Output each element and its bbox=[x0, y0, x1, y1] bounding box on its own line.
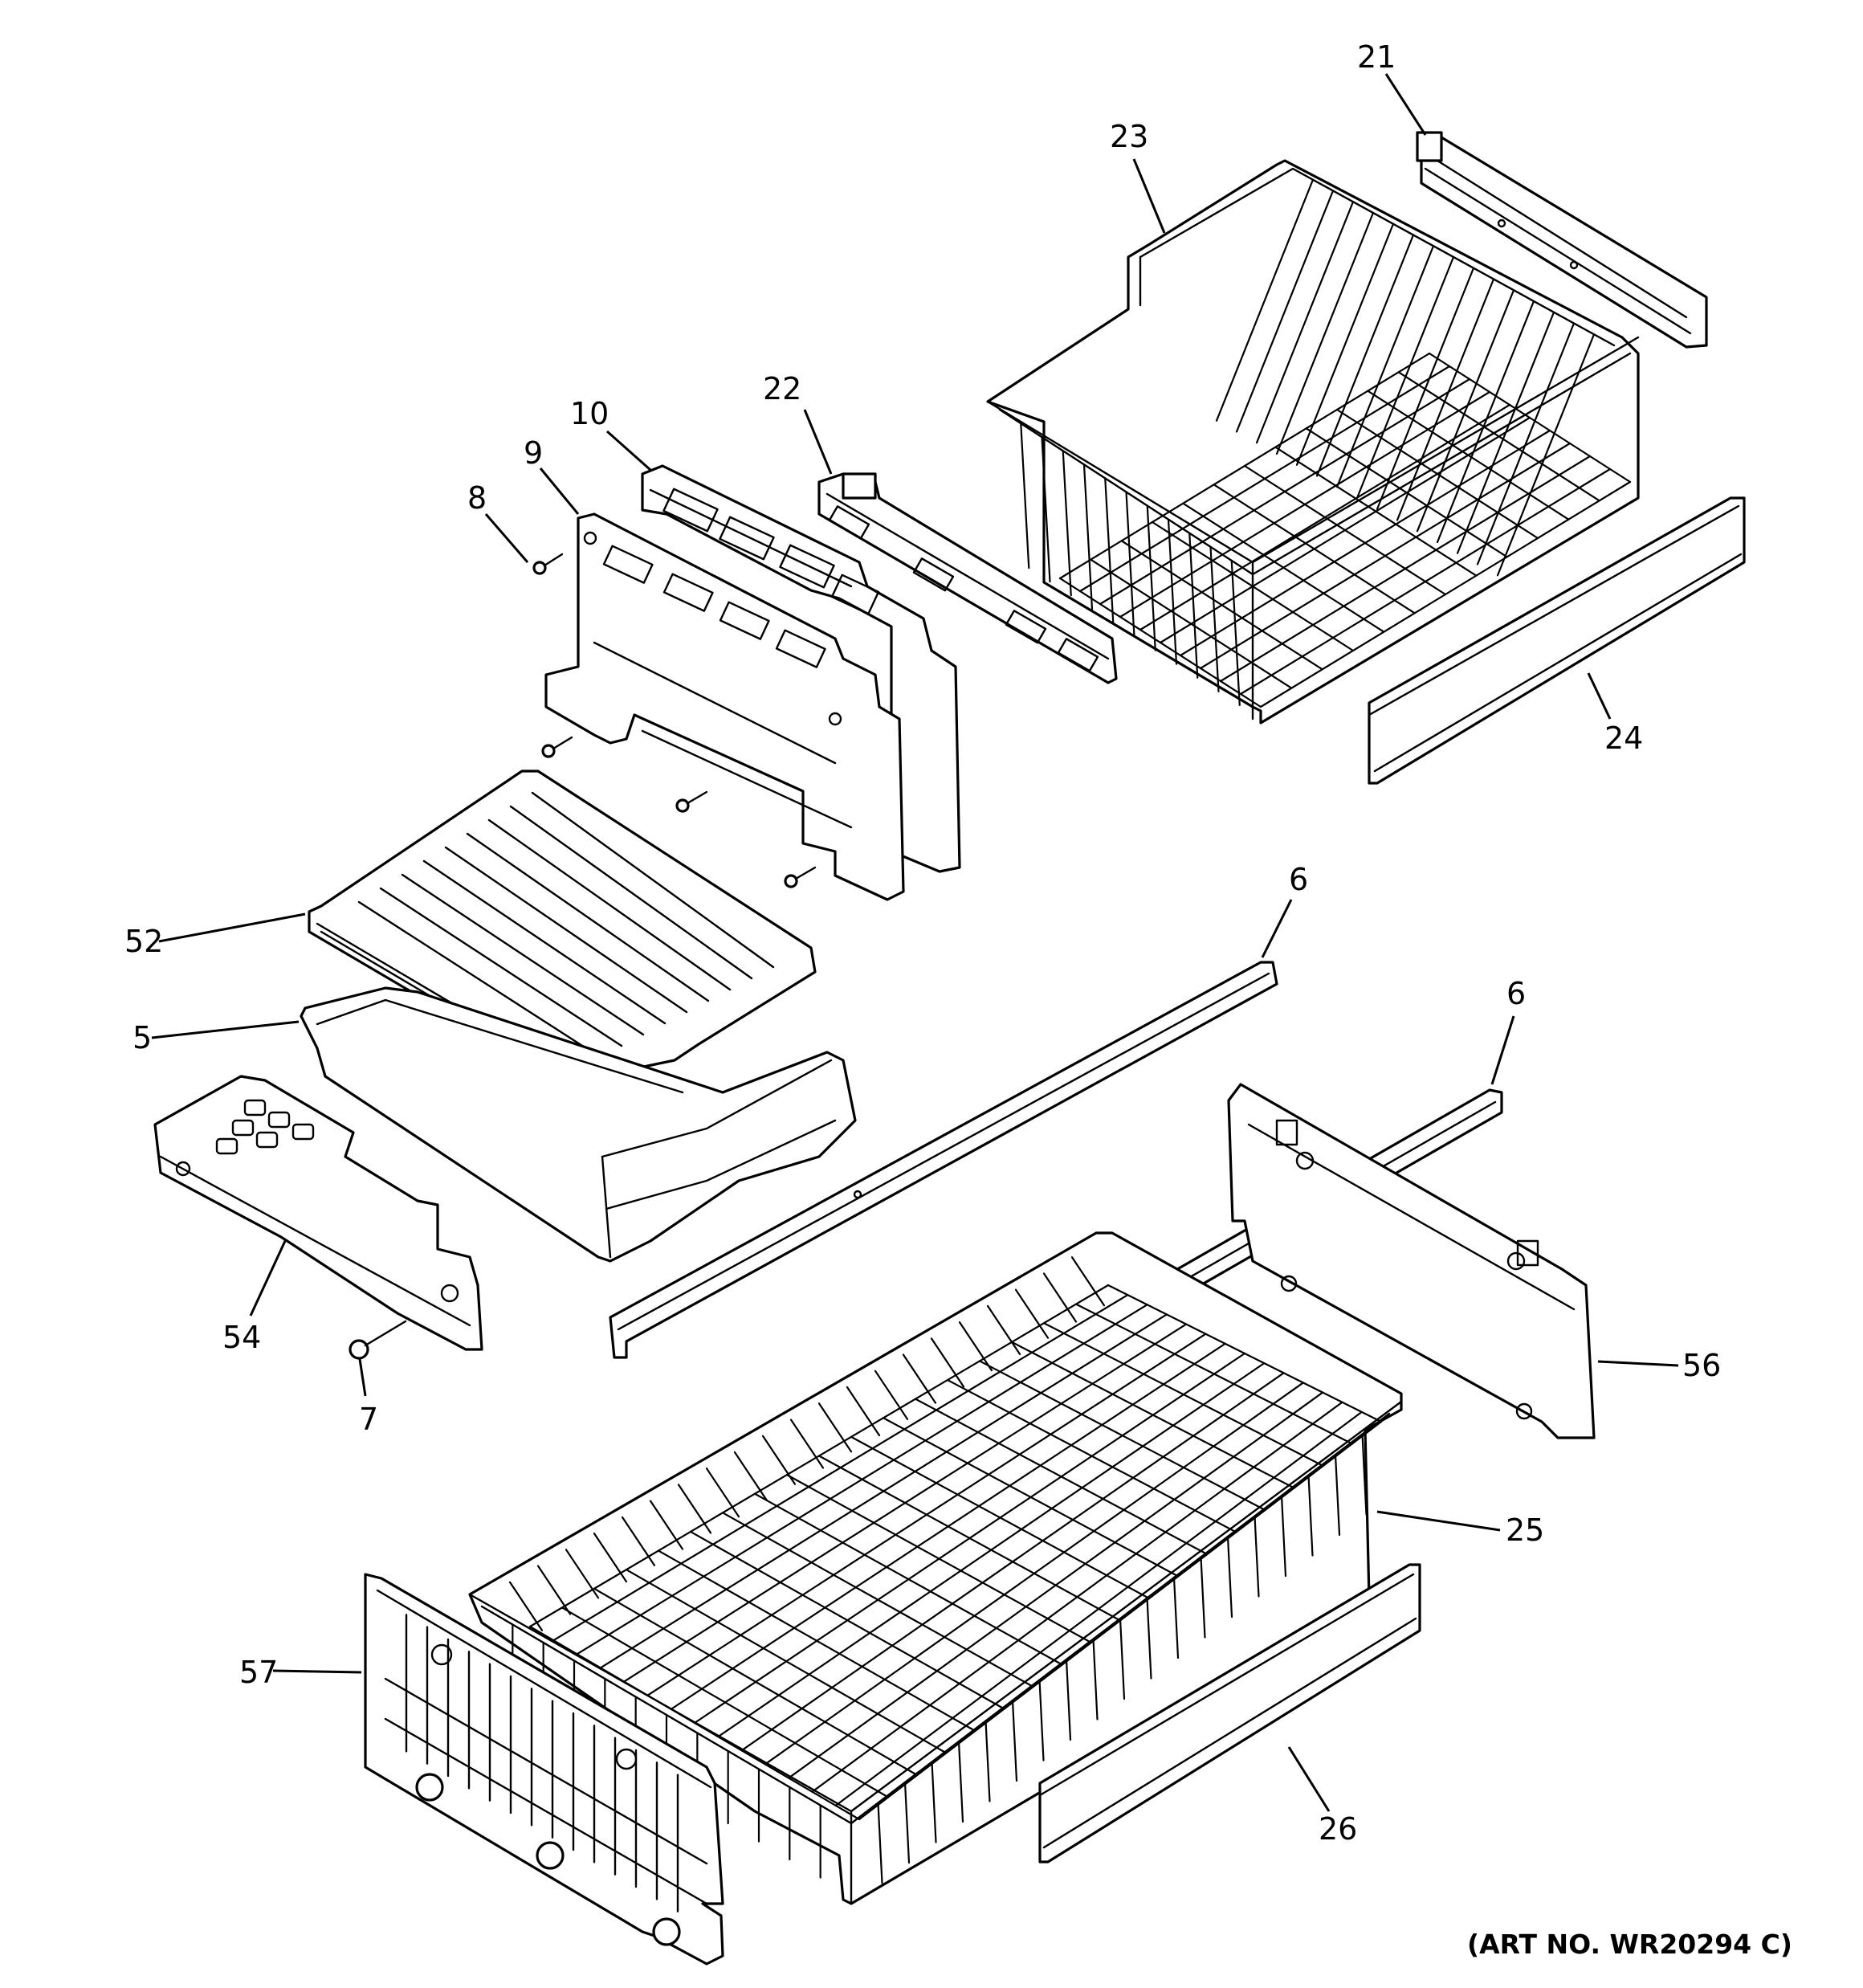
callout-24: 24 bbox=[1604, 720, 1643, 756]
callout-54: 54 bbox=[222, 1320, 261, 1355]
callout-6-lower: 6 bbox=[1506, 976, 1526, 1011]
part-9-bracket-plate bbox=[544, 512, 905, 901]
callout-10: 10 bbox=[570, 396, 609, 431]
part-56-right-slide-bracket bbox=[1227, 1083, 1596, 1439]
callout-6-upper: 6 bbox=[1289, 862, 1308, 897]
callout-labels: 21 23 22 10 9 8 24 52 6 5 6 54 7 56 25 5… bbox=[124, 39, 1721, 1847]
callout-26: 26 bbox=[1319, 1811, 1357, 1847]
part-21-rail-bracket bbox=[1416, 131, 1708, 349]
leader-lines bbox=[151, 73, 1679, 1812]
art-number: (ART NO. WR20294 C) bbox=[1467, 1929, 1792, 1960]
callout-56: 56 bbox=[1682, 1348, 1721, 1383]
part-6-rail-strip-upper bbox=[609, 961, 1278, 1359]
callout-25: 25 bbox=[1506, 1512, 1544, 1548]
callout-52: 52 bbox=[124, 924, 163, 959]
part-7-screw bbox=[349, 1320, 407, 1360]
part-5-pan bbox=[300, 986, 857, 1263]
part-24-front-trim bbox=[1368, 496, 1746, 785]
callout-9: 9 bbox=[524, 435, 543, 471]
callout-5: 5 bbox=[132, 1020, 152, 1055]
callout-7: 7 bbox=[359, 1402, 378, 1437]
part-23-upper-wire-basket bbox=[986, 159, 1640, 725]
callout-21: 21 bbox=[1357, 39, 1396, 75]
part-22-slide-rail bbox=[817, 472, 1118, 684]
part-57-drawer-frame bbox=[364, 1573, 724, 1966]
callout-22: 22 bbox=[763, 371, 801, 406]
callout-57: 57 bbox=[239, 1655, 278, 1690]
part-8-screws bbox=[532, 553, 817, 888]
part-54-left-slide-bracket bbox=[153, 1075, 483, 1351]
callout-8: 8 bbox=[467, 480, 487, 516]
callout-23: 23 bbox=[1110, 119, 1148, 154]
part-10-rear-bracket bbox=[641, 464, 961, 873]
part-26-lower-front-trim bbox=[1038, 1563, 1421, 1863]
